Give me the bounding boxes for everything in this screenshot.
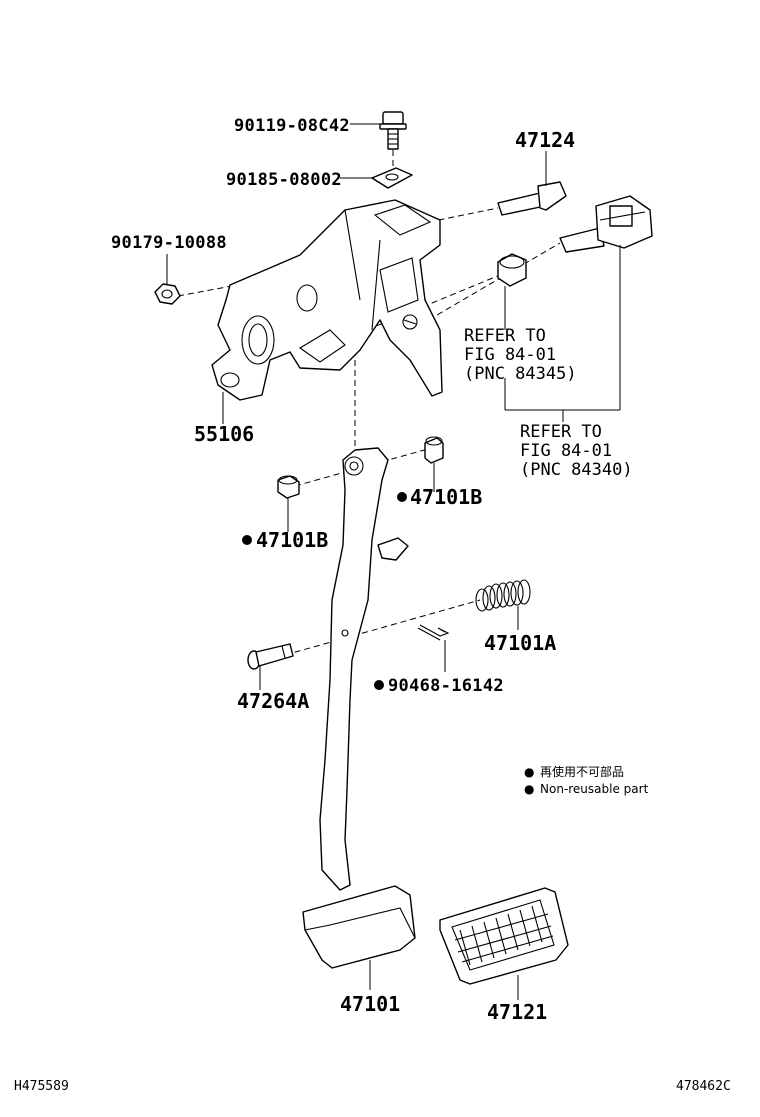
svg-text:FIG 84-01: FIG 84-01: [464, 345, 556, 365]
label-bolt: 90119-08C42: [234, 116, 350, 136]
spring-47101A: [475, 579, 531, 612]
legend-jp: 再使用不可部品: [540, 764, 624, 779]
pin-47264A: [247, 643, 294, 670]
label-bushing-left: 47101B: [256, 528, 328, 552]
pedal-arm-47101: [302, 447, 416, 969]
label-pad: 47121: [487, 1000, 547, 1024]
label-pin-shaft: 47124: [515, 128, 575, 152]
svg-text:(PNC 84340): (PNC 84340): [520, 460, 633, 480]
label-nut: 90179-10088: [111, 233, 227, 253]
legend-bullet: ●: [524, 765, 534, 779]
bushing-right: [424, 436, 444, 464]
leader-lines: [166, 123, 621, 1000]
label-spring: 47101A: [484, 631, 556, 655]
svg-text:FIG 84-01: FIG 84-01: [520, 441, 612, 461]
bushing-left: [277, 475, 300, 499]
legend-en: Non-reusable part: [540, 782, 649, 796]
nut-90179-10088: [154, 283, 181, 305]
svg-text:(PNC 84345): (PNC 84345): [464, 364, 577, 384]
reference-note-84345: REFER TO FIG 84-01 (PNC 84345): [464, 326, 577, 384]
non-reusable-bullet: [374, 680, 384, 690]
label-bushing-right: 47101B: [410, 485, 482, 509]
bolt-90119-08C42: [379, 111, 407, 150]
non-reusable-bullet: [242, 535, 252, 545]
label-clip: 90468-16142: [388, 676, 504, 696]
legend: ● 再使用不可部品 ● Non-reusable part: [524, 764, 649, 796]
reference-note-84340: REFER TO FIG 84-01 (PNC 84340): [520, 422, 633, 480]
stop-light-switch: [559, 195, 653, 253]
bracket-55106: [211, 199, 443, 401]
label-pedal: 47101: [340, 992, 400, 1016]
part-labels: 90119-08C42 90185-08002 90179-10088 5510…: [111, 116, 575, 1024]
footer-left-code: H475589: [14, 1079, 69, 1094]
label-nut-clip: 90185-08002: [226, 170, 342, 190]
svg-text:REFER TO: REFER TO: [520, 422, 602, 442]
stop-cushion: [497, 253, 527, 287]
footer-right-code: 478462C: [676, 1079, 731, 1094]
clip-90468-16142: [417, 624, 450, 641]
label-bracket: 55106: [194, 422, 254, 446]
svg-text:REFER TO: REFER TO: [464, 326, 546, 346]
legend-bullet: ●: [524, 782, 534, 796]
label-pin: 47264A: [237, 689, 309, 713]
nut-clip-90185-08002: [371, 167, 413, 189]
pin-shaft-47124: [497, 181, 567, 216]
pedal-pad-47121: [439, 887, 569, 985]
non-reusable-bullet: [397, 492, 407, 502]
